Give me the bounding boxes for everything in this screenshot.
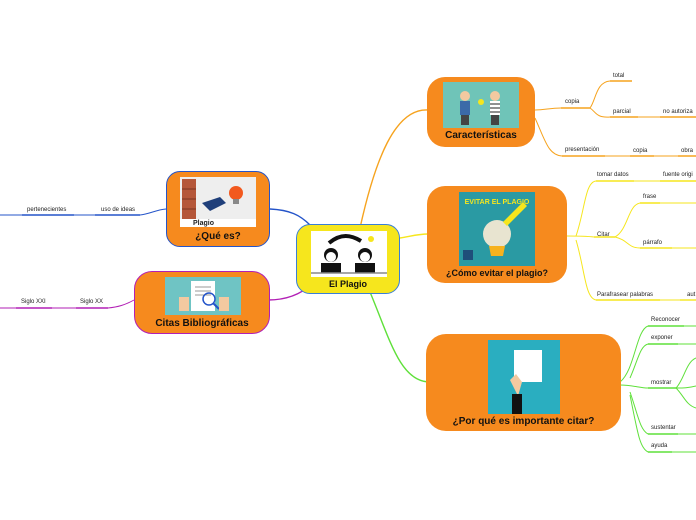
topic-quees[interactable]: Plagio ¿Qué es?: [166, 171, 270, 247]
hand-paper-illustration: [488, 340, 560, 414]
leaf-citar[interactable]: Citar: [597, 232, 610, 238]
topic-importante[interactable]: ¿Por qué es importante citar?: [426, 334, 621, 431]
topic-quees-title: ¿Qué es?: [195, 231, 241, 242]
leaf-parafrasear[interactable]: Parafrasear palabras: [597, 292, 654, 298]
caracteristicas-branches: [534, 80, 696, 157]
connector-evitar: [399, 233, 429, 239]
leaf-tomar-datos[interactable]: tomar datos: [597, 172, 629, 178]
leaf-copia[interactable]: copia: [565, 99, 580, 105]
topic-importante-title: ¿Por qué es importante citar?: [452, 416, 595, 427]
book-cover-title: EVITAR EL PLAGIO: [465, 199, 530, 206]
leaf-ayuda[interactable]: ayuda: [651, 443, 668, 449]
leaf-no-autoriza[interactable]: no autoriza: [663, 109, 693, 115]
evitar-branches: [566, 180, 696, 301]
plagio-illustration: [180, 177, 256, 227]
thief-illustration: [443, 82, 519, 128]
students-illustration: [311, 231, 387, 277]
leaf-uso-de-ideas[interactable]: uso de ideas: [101, 207, 136, 213]
leaf-sustentar[interactable]: sustentar: [651, 425, 676, 431]
leaf-siglo-xxi[interactable]: Siglo XXI: [21, 299, 46, 305]
leaf-presentacion[interactable]: presentación: [565, 147, 600, 153]
leaf-siglo-xx[interactable]: Siglo XX: [80, 299, 104, 305]
leaf-fuente-origi[interactable]: fuente origi: [663, 172, 693, 178]
leaf-frase[interactable]: frase: [643, 194, 657, 200]
plagio-image-caption: Plagio: [193, 220, 215, 227]
leaf-parcial[interactable]: parcial: [613, 109, 631, 115]
leaf-mostrar[interactable]: mostrar: [651, 380, 672, 386]
topic-caracteristicas[interactable]: Características: [427, 77, 535, 147]
leaf-reconocer[interactable]: Reconocer: [651, 317, 681, 323]
connector-importante: [369, 291, 429, 383]
leaf-aut[interactable]: aut: [687, 292, 696, 298]
leaf-copia-2[interactable]: copia: [633, 148, 648, 154]
book-cover-illustration: EVITAR EL PLAGIO: [459, 192, 535, 266]
quees-branches: [0, 208, 167, 216]
leaf-exponer[interactable]: exponer: [651, 335, 673, 341]
citation-illustration: [165, 277, 241, 315]
topic-evitar-title: ¿Cómo evitar el plagio?: [445, 268, 548, 278]
leaf-parrafo[interactable]: párrafo: [643, 240, 663, 246]
connector-caracteristicas: [359, 109, 429, 229]
topic-citas-title: Citas Bibliográficas: [155, 318, 249, 329]
importante-branches: [619, 325, 696, 453]
leaf-pertenecientes[interactable]: pertenecientes: [27, 207, 67, 213]
leaf-total[interactable]: total: [613, 73, 625, 79]
central-node[interactable]: El Plagio: [296, 224, 400, 294]
central-title: El Plagio: [328, 279, 367, 289]
connector-quees: [269, 208, 311, 226]
topic-evitar[interactable]: EVITAR EL PLAGIO ¿Cómo evitar el plagio?: [427, 186, 567, 283]
leaf-obra[interactable]: obra: [681, 148, 694, 154]
citas-branches: [0, 299, 135, 309]
topic-citas[interactable]: Citas Bibliográficas: [134, 271, 270, 334]
topic-caracteristicas-title: Características: [445, 130, 517, 141]
